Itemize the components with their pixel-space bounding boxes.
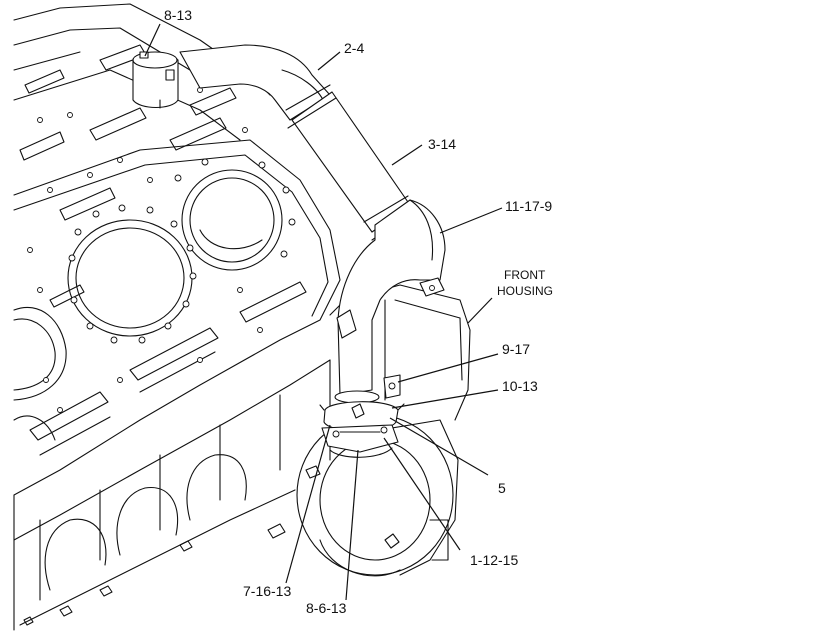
- callout-5: 5: [498, 480, 506, 496]
- callout-10-13: 10-13: [502, 378, 538, 394]
- leader-lines: [144, 23, 503, 601]
- callout-front: FRONT: [504, 268, 546, 282]
- callout-8-6-13: 8-6-13: [306, 600, 347, 616]
- coolant-tube-upper: [179, 44, 415, 241]
- callout-2-4: 2-4: [344, 40, 364, 56]
- callout-3-14: 3-14: [428, 136, 456, 152]
- callout-8-13-top: 8-13: [164, 7, 192, 23]
- callout-housing: HOUSING: [497, 284, 553, 298]
- callout-1-12-15: 1-12-15: [470, 552, 518, 568]
- bore-bolt-holes: [27, 87, 296, 413]
- callout-11-17-9: 11-17-9: [505, 198, 552, 214]
- callout-9-17: 9-17: [502, 341, 530, 357]
- sensor-housing: [132, 51, 179, 109]
- callout-labels: 8-13 2-4 3-14 11-17-9 FRONT HOUSING 9-17…: [164, 7, 553, 616]
- coolant-elbow-lower: [319, 199, 446, 458]
- callout-7-16-13: 7-16-13: [243, 583, 291, 599]
